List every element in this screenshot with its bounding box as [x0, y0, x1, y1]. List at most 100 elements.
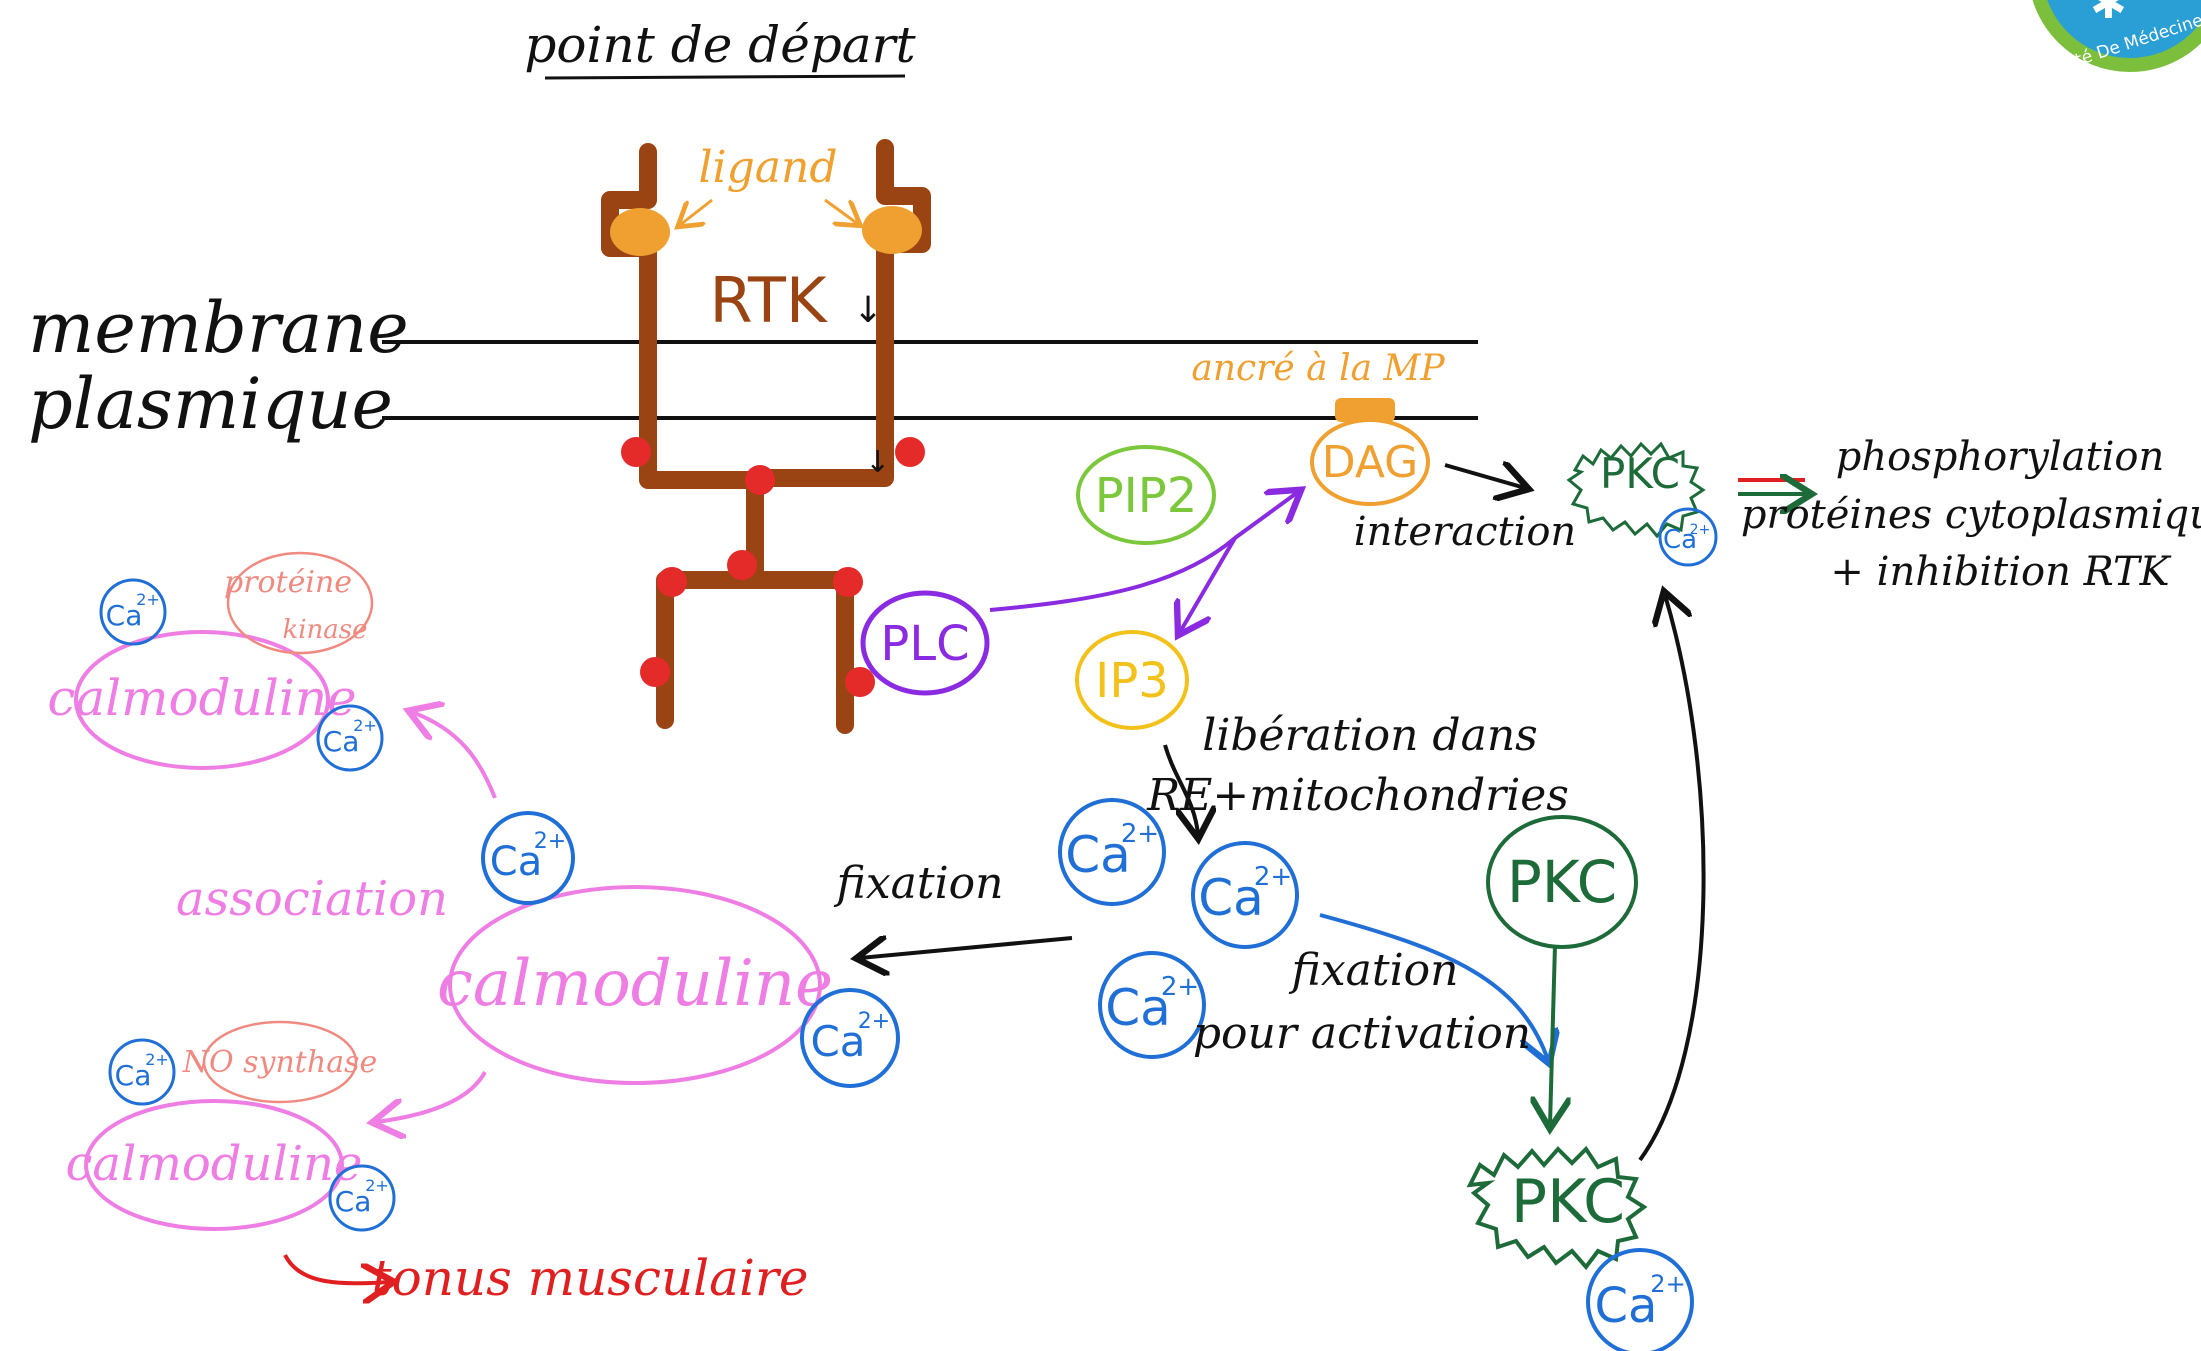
ca-charge: 2+ [534, 829, 566, 854]
pkc-inactive-node [1486, 815, 1638, 949]
dag-anchor [1335, 398, 1395, 422]
ca-symbol: Ca [1105, 979, 1171, 1037]
ca-ion-released-2: Ca 2+ [1191, 841, 1299, 949]
outcome-line2: protéines cytoplasmiques [1741, 492, 2201, 538]
dag-node [1310, 418, 1430, 506]
calmodulin-top-node [74, 630, 330, 770]
ligand-right [862, 206, 922, 254]
plc-label: PLC [880, 616, 969, 672]
outcome-line3: + inhibition RTK [1830, 549, 2171, 595]
ca-ion-released-1: Ca 2+ [1058, 798, 1166, 906]
phosphate-dot [621, 437, 651, 467]
ca-ion-released-3: Ca 2+ [1098, 951, 1206, 1059]
ca-ion-pkc-top: Ca 2+ [1658, 507, 1718, 567]
pkc-active-node [1466, 1145, 1648, 1271]
pkc-feedback-arrow [1638, 595, 1706, 1162]
ca-symbol: Ca [335, 1185, 372, 1218]
ca-ion-calmodulin-right: Ca 2+ [800, 988, 900, 1088]
fixation-act-line2: pour activation [1193, 1008, 1531, 1059]
phosphate-groups [621, 437, 925, 697]
ip3-label: IP3 [1095, 653, 1169, 709]
tonus-arrow [283, 1254, 390, 1283]
phosphate-dot [845, 667, 875, 697]
plc-to-dag-arrow [989, 492, 1298, 612]
ca-charge: 2+ [1650, 1270, 1685, 1298]
ca-ion-top-left-b: Ca 2+ [316, 704, 384, 772]
interaction-label: interaction [1354, 509, 1576, 555]
outcome-line1: phosphorylation [1836, 434, 2165, 480]
tonus-label: tonus musculaire [372, 1249, 809, 1307]
pkc-top-node [1566, 441, 1706, 539]
pkc-top-label: PKC [1600, 449, 1680, 498]
rtk-label: RTK [709, 264, 827, 337]
logo-star-icon: ✱ [2090, 0, 2127, 29]
calmodulin-bottom-node [84, 1099, 344, 1231]
calmodulin-top-label: calmoduline [47, 669, 356, 727]
diagram-title: point de départ [524, 16, 916, 74]
rtk-arrow-1: ↓ [853, 290, 883, 331]
rtk-arrow-2: ↓ [865, 445, 890, 480]
ca-charge: 2+ [858, 1009, 890, 1034]
association-arrow-up [412, 712, 497, 799]
calmodulin-center-node [448, 885, 822, 1085]
ca-symbol: Ca [323, 725, 360, 758]
pkc-active-label: PKC [1511, 1167, 1625, 1237]
ca-ion-calmodulin-top: Ca 2+ [481, 811, 575, 905]
ip3-node [1075, 630, 1189, 730]
ca-charge: 2+ [353, 716, 377, 735]
ca-symbol: Ca [1065, 826, 1131, 884]
association-arrow-down [376, 1071, 487, 1122]
ca-symbol: Ca [1198, 869, 1264, 927]
fixation-arrow [860, 938, 1073, 958]
ligand-arrow-left [680, 198, 713, 225]
ligand-label: ligand [698, 142, 837, 193]
ca-symbol: Ca [115, 1059, 152, 1092]
ca-charge: 2+ [1690, 522, 1711, 538]
pip2-label: PIP2 [1095, 468, 1198, 524]
plc-to-ip3-arrow [1180, 536, 1237, 632]
ligand-arrow-right [824, 198, 858, 224]
ca-charge: 2+ [145, 1050, 169, 1069]
fixation-activation-arrow [1319, 913, 1548, 1060]
phosphate-dot [727, 550, 757, 580]
ca-ion-bottom-left-a: Ca 2+ [108, 1038, 176, 1106]
fixation-label: fixation [834, 858, 1004, 909]
association-label: association [176, 871, 448, 927]
ca-ion-pkc-active: Ca 2+ [1586, 1248, 1694, 1351]
ca-ion-bottom-left-b: Ca 2+ [328, 1164, 396, 1232]
phosphate-dot [895, 437, 925, 467]
title-underline [544, 74, 906, 80]
pkc-activation-arrow [1550, 944, 1555, 1125]
ca-charge: 2+ [1121, 819, 1159, 849]
ca-charge: 2+ [1254, 862, 1292, 892]
ca-symbol: Ca [490, 839, 542, 885]
release-line2: RE+mitochondries [1146, 770, 1569, 821]
ligand-left [610, 208, 670, 256]
ca-symbol: Ca [106, 599, 143, 632]
phosphate-dot [745, 465, 775, 495]
phosphate-dot [657, 567, 687, 597]
ca-symbol: Ca [1595, 1278, 1658, 1334]
release-line1: libération dans [1202, 710, 1538, 761]
membrane-label-line1: membrane [28, 287, 409, 369]
membrane-label-line2: plasmique [28, 363, 393, 445]
ca-charge: 2+ [1161, 972, 1199, 1002]
ca-ion-top-left-a: Ca 2+ [99, 578, 167, 646]
plc-node [860, 590, 990, 696]
protein-kinase-line2: kinase [282, 615, 367, 645]
pip2-node [1076, 445, 1216, 545]
phosphate-dot [640, 657, 670, 687]
ca-symbol: Ca [810, 1017, 865, 1066]
ca-symbol: Ca [1663, 525, 1697, 555]
faculty-logo: Faculté De Médecine ✱ [2031, 0, 2201, 84]
ip3-release-arrow [1163, 744, 1198, 835]
protein-kinase-line1: protéine [224, 565, 352, 600]
ca-charge: 2+ [365, 1176, 389, 1195]
calmodulin-bottom-label: calmoduline [66, 1136, 363, 1192]
fixation-act-line1: fixation [1289, 945, 1459, 996]
no-synthase-node [202, 1020, 358, 1104]
phosphate-dot [833, 567, 863, 597]
anchored-label: ancré à la MP [1191, 348, 1445, 389]
ca-charge: 2+ [136, 590, 160, 609]
